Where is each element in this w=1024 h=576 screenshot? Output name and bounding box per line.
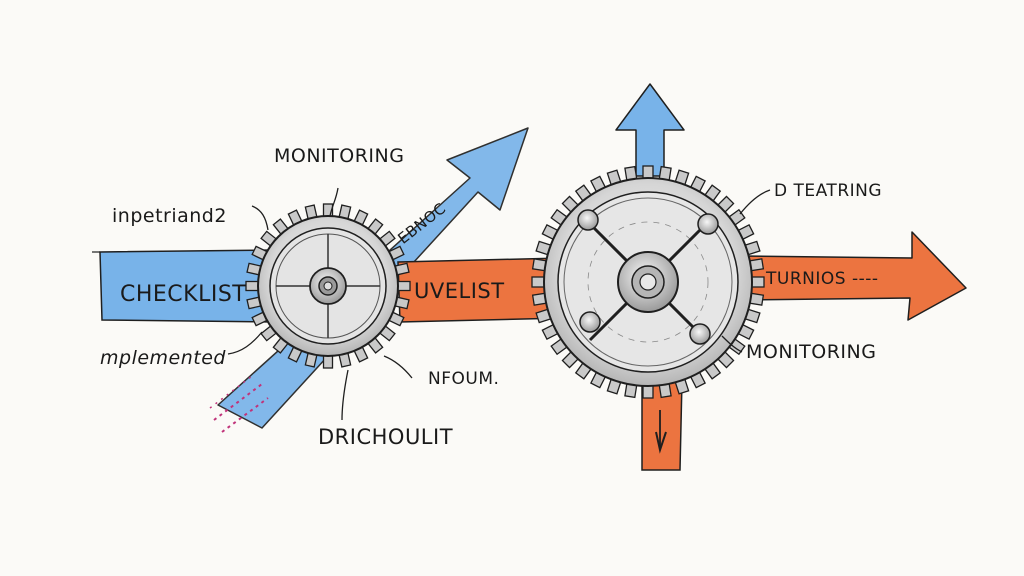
label-turnios: TURNIOS ---- bbox=[765, 269, 878, 289]
label-checklist: CHECKLIST bbox=[120, 282, 246, 307]
label-dteatring: D TEATRING bbox=[774, 181, 882, 201]
label-inpetriand: inpetriand2 bbox=[112, 205, 227, 227]
blue-up-arrow bbox=[615, 83, 685, 177]
label-implemented: mplemented bbox=[100, 347, 226, 369]
leader-lines bbox=[227, 187, 771, 421]
right-gear-icon bbox=[531, 165, 765, 399]
label-drichoulit: DRICHOULIT bbox=[318, 425, 453, 449]
left-gear-icon bbox=[245, 203, 411, 369]
label-uvelist: UVELIST bbox=[414, 279, 505, 303]
orange-flow-band bbox=[397, 231, 967, 471]
label-monitoring-right: MONITORING bbox=[746, 341, 876, 363]
label-nfoum: NFOUM. bbox=[428, 369, 499, 389]
label-monitoring-top: MONITORING bbox=[274, 145, 404, 167]
